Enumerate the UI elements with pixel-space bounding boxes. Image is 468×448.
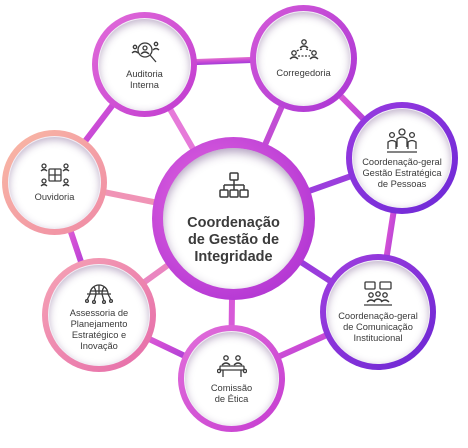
node-label: Ouvidoria [34, 192, 75, 202]
people-network-icon [289, 38, 319, 64]
table-meeting-icon [216, 353, 247, 379]
center-node-coordenacao-integridade: Coordenação de Gestão de Integridade [152, 137, 315, 300]
puzzle-people-icon [40, 162, 70, 188]
node-label: Coordenação-geral de Comunicação Institu… [338, 310, 418, 343]
node-label: Coordenação-geral Gestão Estratégica de … [362, 156, 442, 189]
globe-network-icon [84, 278, 114, 305]
node-comunicacao-institucional: Coordenação-geral de Comunicação Institu… [320, 254, 436, 370]
node-comissao-etica: Comissão de Ética [178, 325, 285, 432]
center-title: Coordenação de Gestão de Integridade [187, 215, 280, 265]
node-label: Auditoria Interna [126, 68, 163, 90]
team-group-icon [387, 127, 417, 153]
magnifier-people-icon [130, 39, 160, 65]
node-corregedoria: Corregedoria [250, 5, 357, 112]
node-ouvidoria: Ouvidoria [2, 130, 107, 235]
meeting-chat-icon [363, 280, 393, 307]
node-assessoria-planejamento: Assessoria de Planejamento Estratégico e… [42, 258, 156, 372]
node-label: Comissão de Ética [210, 382, 253, 404]
node-gestao-pessoas: Coordenação-geral Gestão Estratégica de … [346, 102, 458, 214]
node-auditoria-interna: Auditoria Interna [92, 12, 197, 117]
node-label: Assessoria de Planejamento Estratégico e… [69, 308, 129, 351]
node-label: Corregedoria [276, 68, 331, 78]
org-chart-icon [218, 171, 249, 201]
